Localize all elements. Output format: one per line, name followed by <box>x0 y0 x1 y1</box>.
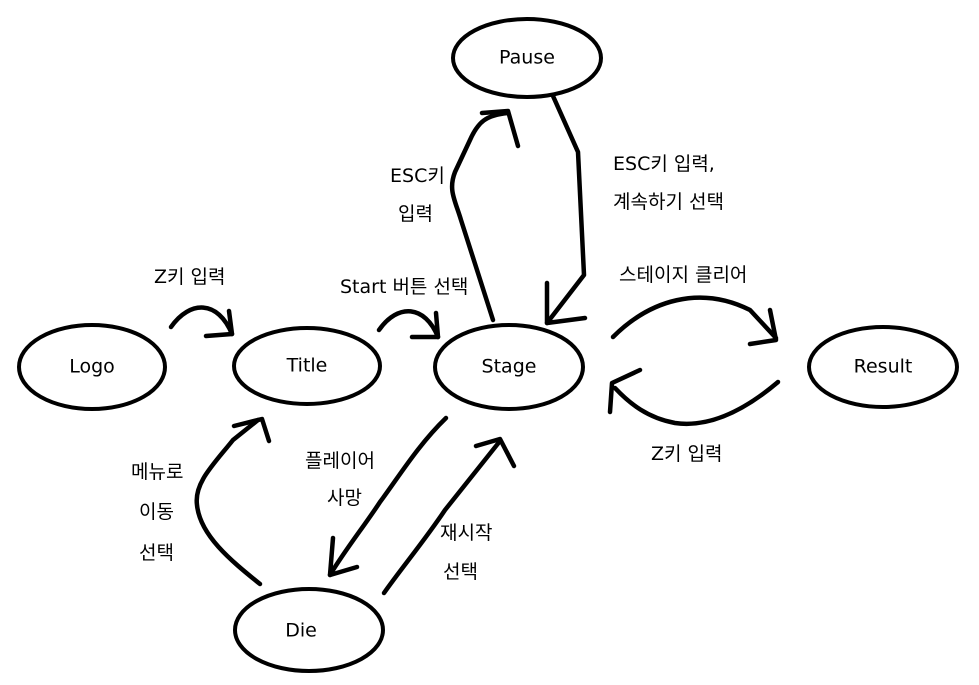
node-die-label: Die <box>285 620 317 642</box>
edge-die-to-stage <box>381 436 517 596</box>
edge-labels: Z키 입력 Start 버튼 선택 ESC키 입력 ESC키 입력, 계속하기 … <box>131 153 747 583</box>
label-logo-title-line1: Z키 입력 <box>154 266 226 288</box>
edge-pause-to-stage <box>544 93 588 326</box>
label-die-title-line3: 선택 <box>139 542 174 564</box>
node-logo-label: Logo <box>69 356 115 378</box>
node-result[interactable]: Result <box>807 325 959 409</box>
edge-title-to-stage <box>376 309 441 340</box>
label-stage-pause-line2: 입력 <box>398 203 433 225</box>
label-stage-result-line1: 스테이지 클리어 <box>619 264 747 286</box>
node-die[interactable]: Die <box>233 587 385 673</box>
node-title[interactable]: Title <box>232 326 382 406</box>
node-pause-label: Pause <box>499 47 555 69</box>
node-logo[interactable]: Logo <box>17 323 167 411</box>
edge-stage-to-result <box>610 295 779 347</box>
nodes: Pause Logo Title Stage Result Die <box>17 17 959 673</box>
label-die-stage-line2: 선택 <box>443 561 478 583</box>
edge-result-to-stage <box>607 367 781 427</box>
edge-die-to-title <box>194 416 272 587</box>
label-stage-pause-line1: ESC키 <box>390 165 445 187</box>
node-result-label: Result <box>854 356 913 378</box>
node-title-label: Title <box>286 355 328 377</box>
node-stage[interactable]: Stage <box>433 323 585 411</box>
edge-stage-to-die <box>327 415 449 578</box>
edges <box>168 93 781 596</box>
label-stage-die-line2: 사망 <box>327 487 362 509</box>
label-stage-die-line1: 플레이어 <box>305 450 375 472</box>
node-pause[interactable]: Pause <box>451 17 603 99</box>
edge-logo-to-title <box>168 305 235 339</box>
label-title-stage-line1: Start 버튼 선택 <box>340 276 468 298</box>
label-pause-stage-line2: 계속하기 선택 <box>613 191 724 213</box>
label-die-stage-line1: 재시작 <box>440 522 492 544</box>
label-pause-stage-line1: ESC키 입력, <box>613 153 715 175</box>
label-die-title-line2: 이동 <box>139 501 174 523</box>
edge-stage-to-pause <box>449 108 521 323</box>
node-stage-label: Stage <box>482 356 537 378</box>
label-result-stage-line1: Z키 입력 <box>651 443 723 465</box>
label-die-title-line1: 메뉴로 <box>131 461 183 483</box>
